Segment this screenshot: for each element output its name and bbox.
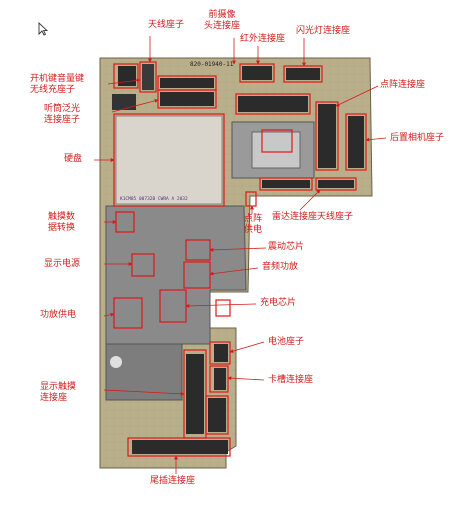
label-display-touch: 显示触摸 连接座 — [40, 382, 77, 403]
label-vibration-chip: 震动芯片 — [268, 242, 305, 252]
label-infrared: 红外连接座 — [240, 34, 286, 44]
label-hard-disk: 硬盘 — [64, 154, 83, 164]
storage-chip — [115, 115, 223, 205]
label-earpiece: 听筒泛光 连接座子 — [44, 104, 81, 125]
label-dot-matrix: 点阵连接座 — [380, 80, 426, 90]
label-battery: 电池座子 — [268, 337, 305, 347]
connector-strip — [112, 64, 364, 168]
label-front-camera: 前摄像 头连接座 — [204, 10, 241, 31]
label-sim: 卡槽连接座 — [268, 375, 314, 385]
mouse-cursor-icon — [38, 22, 48, 36]
board-code: 820-01940-11 — [190, 61, 234, 68]
label-flash: 闪光灯连接座 — [296, 26, 351, 36]
label-radar: 雷达连接座天线座子 — [272, 212, 354, 222]
label-audio-amp: 音频功放 — [262, 262, 299, 272]
label-tail: 尾插连接座 — [150, 476, 196, 486]
label-display-power: 显示电源 — [44, 259, 81, 269]
label-touch-data: 触摸数 据转换 — [48, 212, 76, 233]
chip-marking: K1CM85 00732B CWRA A 2032 — [120, 196, 188, 202]
label-dot-power: 点阵 供电 — [244, 214, 263, 235]
label-power-button: 开机键音量键 无线充座子 — [30, 74, 85, 95]
apple-logo-icon — [110, 356, 122, 368]
leader-lines — [94, 36, 387, 474]
label-rear-camera: 后置相机座子 — [390, 133, 445, 143]
lower-shield — [105, 205, 247, 345]
label-pa-power: 功放供电 — [40, 310, 77, 320]
label-charge-chip: 充电芯片 — [260, 298, 297, 308]
label-antenna-top: 天线座子 — [148, 20, 185, 30]
